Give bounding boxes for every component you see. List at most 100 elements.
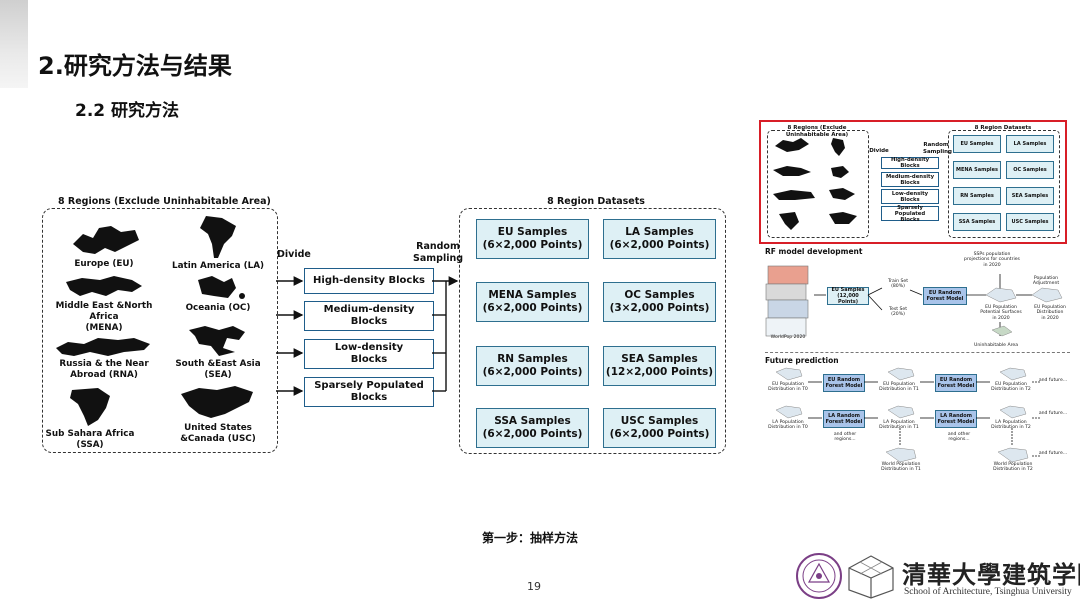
sample-points: (6×2,000 Points) (482, 239, 583, 251)
datasets-panel (459, 208, 726, 454)
rf-surface-map-icon (985, 287, 1017, 303)
fp-other-regions-1: and other regions... (833, 432, 857, 443)
sample-name: LA Samples (1013, 141, 1047, 147)
sample-name: OC Samples (1013, 167, 1047, 173)
rf-distribution-2020: EU Population Distribution in 2020 (1034, 305, 1066, 321)
sample-sea: SEA Samples(12×2,000 Points) (603, 346, 716, 386)
sample-name: USC Samples (620, 415, 699, 427)
thumb-sample-la: LA Samples (1006, 135, 1054, 153)
rf-arrow (867, 294, 883, 311)
fp-la-t0: LA Population Distribution in T0 (768, 420, 808, 431)
rf-arrow (909, 289, 923, 296)
page-title: 2.研究方法与结果 (38, 52, 232, 80)
rf-potential-surfaces: EU Population Potential Surfaces in 2020 (980, 305, 1022, 321)
fp-eu-t2: EU Population Distribution in T2 (991, 382, 1031, 393)
rf-train-set: Train Set (80%) (887, 279, 909, 290)
thumb-sample-usc: USC Samples (1006, 213, 1054, 231)
highlighted-thumbnail: 8 Regions (Exclude Uninhabitable Area) 8… (759, 120, 1067, 244)
thumb-datasets-title: 8 Region Datasets (974, 125, 1032, 131)
sample-name: USC Samples (1011, 219, 1049, 225)
rf-connectors (814, 274, 1063, 337)
architecture-school-logo-icon (848, 555, 894, 599)
rf-eu-samples: EU Samples (12,000 Points) (827, 287, 869, 305)
thumb-regions-title: 8 Regions (Exclude Uninhabitable Area) (785, 125, 849, 138)
fp-world-t1: World Population Distribution in T1 (881, 462, 921, 473)
worldpop-stack-icon (765, 265, 809, 337)
fp-and-future-2: and future... (1038, 411, 1068, 416)
region-oceania: Oceania (OC) (158, 272, 278, 314)
sample-oc: OC Samples(3×2,000 Points) (603, 282, 716, 322)
sample-points: (6×2,000 Points) (609, 428, 710, 440)
region-sub-sahara: Sub Sahara Africa (SSA) (30, 386, 150, 451)
figure-caption: 第一步：抽样方法 (482, 531, 579, 545)
rf-ssps: SSPs population projections for countrie… (964, 252, 1020, 268)
sample-mena: MENA Samples(6×2,000 Points) (476, 282, 589, 322)
sample-ssa: SSA Samples(6×2,000 Points) (476, 408, 589, 448)
region-usc: United States &Canada (USC) (158, 384, 278, 445)
fp-map-icon (999, 367, 1027, 381)
thumb-region-maps (773, 138, 857, 230)
region-mena: Middle East &North Africa (MENA) (44, 272, 164, 334)
region-label: Oceania (OC) (185, 303, 251, 313)
fp-other-regions-2: and other regions... (947, 432, 971, 443)
block-sparsely-populated: Sparsely Populated Blocks (304, 377, 434, 407)
thumb-block-low: Low-density Blocks (881, 189, 939, 204)
fp-connectors (775, 367, 1040, 463)
rf-model-box: EU Random Forest Model (923, 287, 967, 305)
fp-eu-t0: EU Population Distribution in T0 (768, 382, 808, 393)
fp-la-rf-2: LA Random Forest Model (935, 410, 977, 428)
region-label: Middle East &North Africa (MENA) (55, 301, 153, 333)
sample-points: (6×2,000 Points) (482, 428, 583, 440)
sample-name: EU Samples (960, 141, 994, 147)
thumb-sample-mena: MENA Samples (953, 161, 1001, 179)
region-europe: Europe (EU) (44, 222, 164, 270)
sample-points: (12×2,000 Points) (605, 366, 714, 378)
rf-title: RF model development (765, 247, 863, 256)
sample-points: (6×2,000 Points) (482, 302, 583, 314)
region-label: Russia & the Near Abroad (RNA) (59, 359, 149, 380)
sample-points: (3×2,000 Points) (609, 302, 710, 314)
page-number: 19 (527, 580, 541, 593)
sample-name: SSA Samples (494, 415, 571, 427)
region-label: Sub Sahara Africa (SSA) (45, 429, 135, 450)
sample-name: RN Samples (497, 353, 568, 365)
tsinghua-seal-icon (796, 553, 842, 599)
fp-map-icon (999, 405, 1027, 419)
fp-and-future-3: and future... (1038, 451, 1068, 456)
fp-eu-rf-2: EU Random Forest Model (935, 374, 977, 392)
mena-map-icon (66, 276, 142, 296)
worldpop-label: WorldPop 2020 (770, 335, 806, 340)
thumb-block-high: High-density Blocks (881, 157, 939, 169)
regions-title: 8 Regions (Exclude Uninhabitable Area) (58, 196, 271, 207)
sample-rn: RN Samples(6×2,000 Points) (476, 346, 589, 386)
latin-america-map-icon (200, 216, 236, 258)
fp-and-future-1: and future... (1038, 378, 1068, 383)
sample-usc: USC Samples(6×2,000 Points) (603, 408, 716, 448)
sample-name: LA Samples (625, 226, 694, 238)
usc-map-icon (181, 386, 253, 418)
thumb-sample-oc: OC Samples (1006, 161, 1054, 179)
rf-test-set: Test Set (20%) (888, 307, 908, 318)
block-high-density: High-density Blocks (304, 268, 434, 294)
thumb-divide-label: Divide (869, 148, 889, 154)
section-subtitle: 2.2 研究方法 (75, 101, 180, 121)
thumb-sample-sea: SEA Samples (1006, 187, 1054, 205)
sample-points: (6×2,000 Points) (609, 239, 710, 251)
thumb-block-medium: Medium-density Blocks (881, 172, 939, 187)
fp-eu-t1: EU Population Distribution in T1 (879, 382, 919, 393)
rf-arrow (867, 287, 883, 296)
sample-name: MENA Samples (488, 289, 577, 301)
sample-la: LA Samples(6×2,000 Points) (603, 219, 716, 259)
south-east-asia-map-icon (189, 326, 245, 356)
sampling-label: Random Sampling (413, 241, 464, 264)
region-label: United States &Canada (USC) (180, 423, 256, 444)
sample-name: SEA Samples (621, 353, 698, 365)
sample-name: SEA Samples (1011, 193, 1049, 199)
thumb-sample-rn: RN Samples (953, 187, 1001, 205)
footer-chinese-logo: 清華大學建筑学院 (902, 560, 1080, 589)
fp-eu-rf-1: EU Random Forest Model (823, 374, 865, 392)
sample-name: MENA Samples (955, 167, 999, 173)
thumb-sample-eu: EU Samples (953, 135, 1001, 153)
sample-name: RN Samples (960, 193, 994, 199)
